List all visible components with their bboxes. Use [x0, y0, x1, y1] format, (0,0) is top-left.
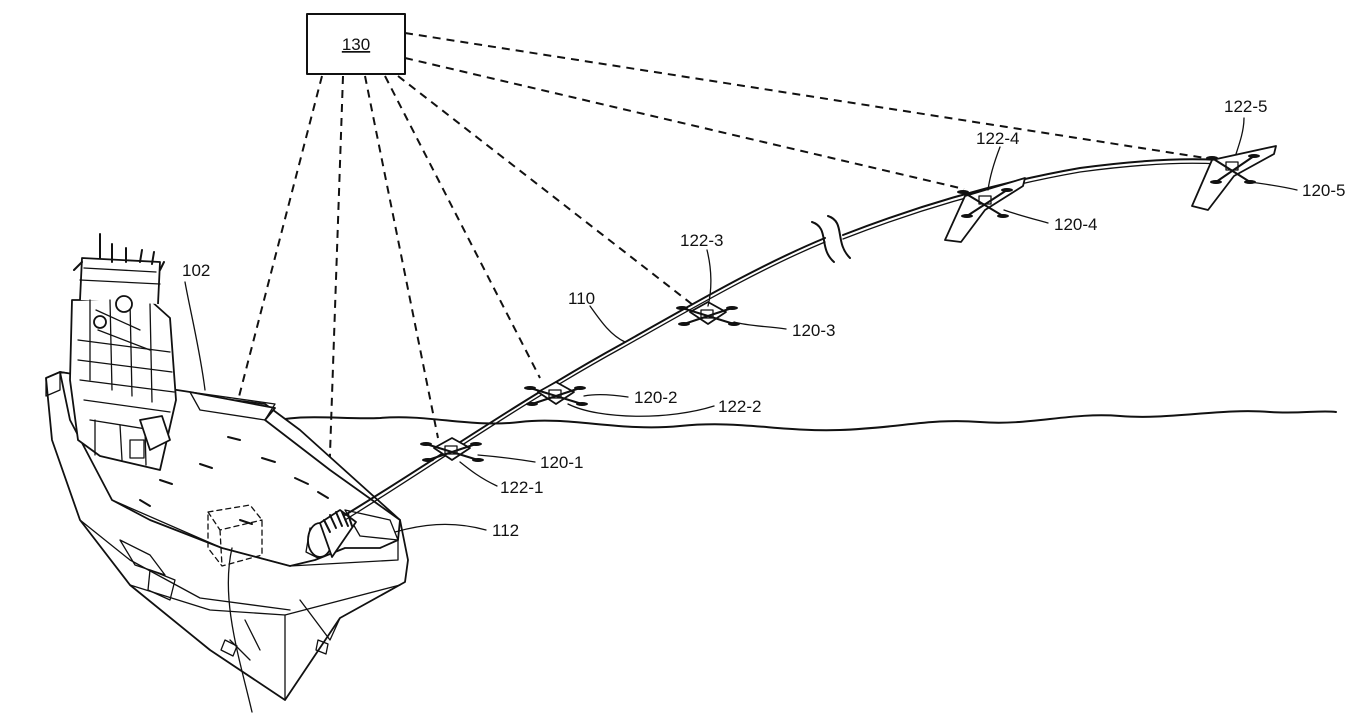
- drone-120-5: [1192, 146, 1276, 210]
- label-120-1: 120-1: [540, 453, 583, 472]
- label-110: 110: [568, 289, 595, 308]
- communication-links: [220, 33, 1218, 512]
- sea-horizon: [262, 411, 1336, 430]
- link-to-drone-1: [365, 76, 438, 438]
- label-120-5: 120-5: [1302, 181, 1345, 200]
- label-120-4: 120-4: [1054, 215, 1097, 234]
- leader-122-5: [1236, 118, 1244, 154]
- link-to-drone-3: [398, 76, 693, 305]
- label-112: 112: [492, 521, 519, 540]
- label-122-1: 122-1: [500, 478, 543, 497]
- label-102: 102: [182, 261, 210, 280]
- label-122-4: 122-4: [976, 129, 1019, 148]
- leader-102: [185, 282, 205, 390]
- label-120-2: 120-2: [634, 388, 677, 407]
- leader-120-4: [1004, 210, 1048, 223]
- link-to-winch: [328, 76, 343, 512]
- leader-112: [395, 524, 486, 532]
- label-122-2: 122-2: [718, 397, 761, 416]
- link-to-drone-2: [385, 76, 540, 378]
- link-to-drone-5: [405, 33, 1218, 160]
- leader-120-3: [734, 322, 786, 329]
- control-unit-130: 130: [307, 14, 405, 74]
- tether-cable-outer: [345, 242, 825, 520]
- ship-island: [70, 234, 176, 470]
- leader-122-4: [988, 147, 1000, 190]
- leader-122-3: [707, 250, 711, 306]
- control-unit-label: 130: [342, 35, 370, 54]
- leader-120-1: [478, 455, 535, 462]
- leader-120-5: [1250, 182, 1297, 190]
- drone-120-1: [420, 438, 484, 462]
- aircraft-carrier-ship: [46, 234, 408, 700]
- label-120-3: 120-3: [792, 321, 835, 340]
- label-122-5: 122-5: [1224, 97, 1267, 116]
- label-122-3: 122-3: [680, 231, 723, 250]
- leader-122-1: [460, 462, 497, 486]
- leader-120-2: [584, 395, 628, 397]
- drone-120-2: [524, 382, 588, 406]
- tether-cable-upper: [843, 159, 1218, 235]
- leader-110: [590, 306, 625, 342]
